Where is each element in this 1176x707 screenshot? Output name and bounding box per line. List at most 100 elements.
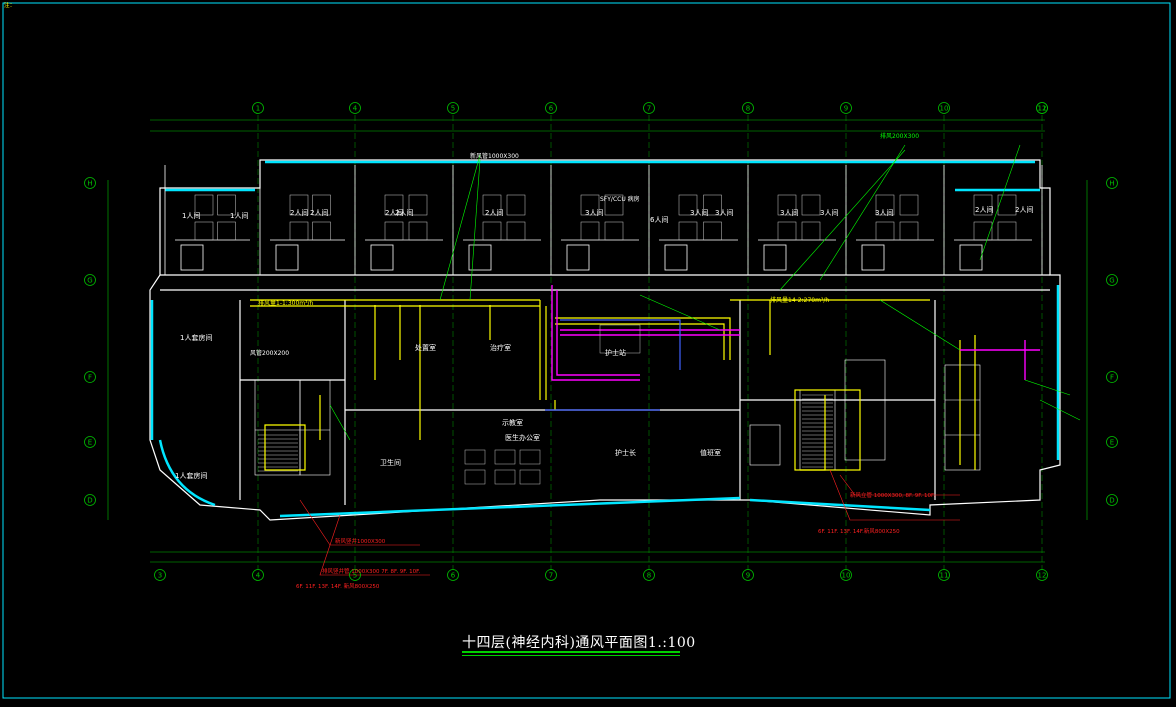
room-label: 1人间 [230, 212, 248, 220]
elevator-core-right [944, 364, 981, 471]
exterior-walls [149, 159, 1061, 521]
drawing-frame [2, 2, 1171, 699]
title-underline-thin [462, 655, 680, 656]
axis-bubbles-bottom: 3 4 5 6 7 8 9 10 11 12 [154, 569, 1048, 581]
axis-bubble: D [1106, 494, 1118, 506]
room-label: 2人间 [290, 209, 308, 217]
axis-label: 4 [256, 572, 261, 580]
room-label: 2人间 [395, 209, 413, 217]
room-label: 1人套房间 [175, 471, 207, 480]
axis-bubble: 12 [1036, 569, 1048, 581]
red-annotations: 新风竖井1000X300 排风竖井管 1000X300 7F. 8F. 9F. 1… [296, 491, 935, 590]
duct-annotation: 新风管1000X300 [470, 152, 519, 160]
axis-bubble: 12 [1036, 102, 1048, 114]
axis-bubbles-left: H G F E D [84, 177, 96, 506]
room-label: 卫生间 [380, 458, 401, 467]
title-underline [462, 651, 680, 653]
axis-bubble: 10 [840, 569, 852, 581]
red-annotation: 6F. 11F. 13F. 14F. 新风800X250 [296, 582, 380, 590]
axis-bubble: 10 [938, 102, 950, 114]
axis-label: G [1109, 277, 1114, 285]
axis-label: 12 [1038, 572, 1047, 580]
room-label: 2人间 [385, 209, 403, 217]
axis-label: H [87, 180, 92, 188]
dimension-lines [107, 119, 1088, 563]
room-label: 治疗室 [490, 343, 511, 352]
red-leader-lines [299, 469, 960, 576]
stair-core-left [254, 379, 331, 476]
room-label: 处置室 [415, 343, 436, 352]
axis-bubble: 7 [545, 569, 557, 581]
room-label: 3人间 [875, 209, 893, 217]
axis-label: 4 [353, 105, 358, 113]
axis-label: E [88, 439, 92, 447]
room-label: 1人套房间 [180, 333, 212, 342]
room-label: 2人间 [975, 206, 993, 214]
room-label: 值班室 [700, 448, 721, 457]
axis-label: G [87, 277, 92, 285]
fresh-air-ducts [551, 285, 1040, 381]
stair-treads [258, 394, 833, 472]
axis-bubble: 8 [643, 569, 655, 581]
axis-bubble: 5 [447, 102, 459, 114]
room-label: 3人间 [780, 209, 798, 217]
windows [150, 160, 1060, 518]
axis-bubble: G [84, 274, 96, 286]
room-label: 3人间 [820, 209, 838, 217]
room-label: 3人间 [690, 209, 708, 217]
room-label: 医生办公室 [505, 433, 540, 442]
axis-bubble: D [84, 494, 96, 506]
axis-label: 9 [844, 105, 848, 113]
axis-bubble: 11 [938, 569, 950, 581]
axis-bubble: E [1106, 436, 1118, 448]
leader-lines [329, 144, 1081, 441]
axis-label: E [1110, 439, 1114, 447]
general-notes: 注： [4, 2, 564, 11]
axis-bubble: F [1106, 371, 1118, 383]
room-label: 6人间 [650, 216, 668, 224]
room-label: 1人间 [182, 212, 200, 220]
axis-label: F [88, 374, 92, 382]
duct-annotation: 排风量14-2:270m³/h [770, 296, 829, 304]
axis-label: D [1109, 497, 1114, 505]
axis-bubble: 4 [349, 102, 361, 114]
room-label: 3人间 [715, 209, 733, 217]
axis-label: 6 [549, 105, 554, 113]
axis-bubble: F [84, 371, 96, 383]
axis-label: 11 [940, 572, 949, 580]
axis-bubble: G [1106, 274, 1118, 286]
room-label: 护士长 [615, 448, 636, 457]
axis-bubble: 6 [545, 102, 557, 114]
room-label: 2人间 [485, 209, 503, 217]
axis-label: 6 [451, 572, 456, 580]
axis-label: 8 [746, 105, 750, 113]
room-label: 2人间 [1015, 206, 1033, 214]
axis-bubble: 6 [447, 569, 459, 581]
axis-label: 5 [451, 105, 455, 113]
axis-label: 3 [158, 572, 162, 580]
axis-label: 1 [256, 105, 260, 113]
axis-label: 10 [842, 572, 851, 580]
axis-bubble: 8 [742, 102, 754, 114]
red-annotation: 新风竖井1000X300 [335, 537, 386, 545]
red-annotation: 6F. 11F. 13F. 14F.新风800X250 [818, 527, 900, 535]
axis-bubble: 5 [349, 569, 361, 581]
axis-label: F [1110, 374, 1114, 382]
red-annotation: 新风立管 1000X300, 8F. 9F. 10F. [850, 491, 935, 499]
beds [194, 194, 1017, 241]
axis-label: 11 [1038, 105, 1047, 113]
axis-label: 9 [746, 572, 750, 580]
duct-annotation: 排风量1-1:300m³/h [258, 299, 314, 307]
room-label: 2人间 [310, 209, 328, 217]
axis-label: 12 [1038, 105, 1047, 113]
axis-bubble: 7 [643, 102, 655, 114]
axis-bubble: E [84, 436, 96, 448]
axis-bubble: 9 [742, 569, 754, 581]
axis-label: D [87, 497, 92, 505]
axis-bubble: H [84, 177, 96, 189]
axis-bubbles-right: H G F E D [1106, 177, 1118, 506]
red-annotation: 排风竖井管 1000X300 7F. 8F. 9F. 10F. [322, 567, 420, 575]
axis-label: H [1109, 180, 1114, 188]
